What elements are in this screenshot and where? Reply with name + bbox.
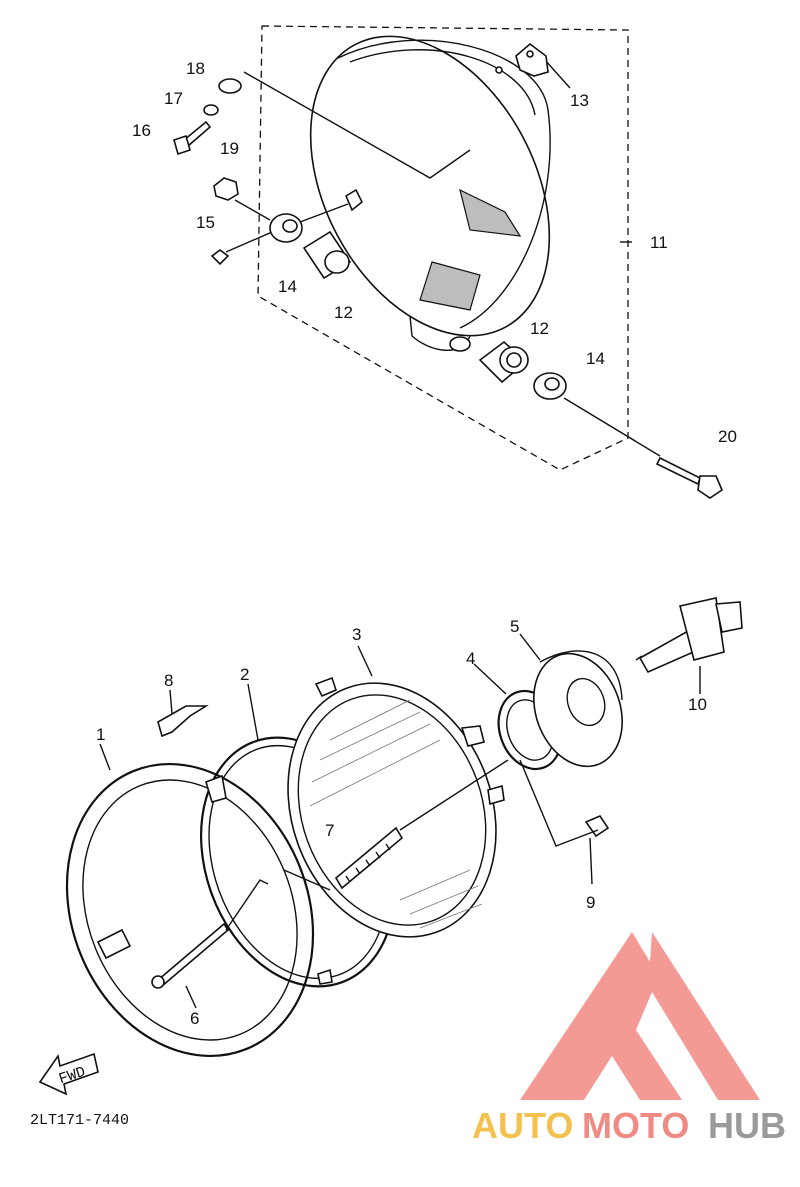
part-20-bolt	[655, 456, 723, 499]
callout-14b: 14	[586, 349, 605, 368]
callout-14a: 14	[278, 277, 297, 296]
part-8-clip	[157, 705, 209, 738]
callout-20: 20	[718, 427, 737, 446]
part-5-socket	[533, 650, 623, 768]
headlight-shell	[309, 35, 551, 352]
assembly-boundary-11	[257, 25, 629, 471]
part-3-lens-unit	[287, 676, 505, 938]
callout-labels: 1 2 3 4 5 6 7 8 9 10 11 12 12 13 14 14 1…	[96, 59, 737, 1028]
lower-assembly-group	[65, 597, 743, 1058]
part-10-bulb	[635, 597, 743, 674]
watermark-text-auto: AUTO	[472, 1105, 573, 1146]
callout-3: 3	[352, 625, 361, 644]
part-14-grommet-left	[269, 213, 303, 243]
part-6-screw	[151, 922, 230, 989]
callout-12a: 12	[334, 303, 353, 322]
fwd-arrow: FWD	[38, 1052, 99, 1096]
callout-15: 15	[196, 213, 215, 232]
part-1-rim	[65, 762, 315, 1058]
callout-5: 5	[510, 617, 519, 636]
part-15-screw	[210, 249, 230, 266]
callout-10: 10	[688, 695, 707, 714]
callout-9: 9	[586, 893, 595, 912]
watermark-text-hub: HUB	[708, 1105, 786, 1146]
watermark-triangle-icon	[520, 932, 760, 1100]
part-14-grommet-right	[533, 372, 567, 400]
part-16-bolt	[173, 120, 212, 156]
callout-2: 2	[240, 665, 249, 684]
callout-19: 19	[220, 139, 239, 158]
callout-12b: 12	[530, 319, 549, 338]
callout-4: 4	[466, 649, 475, 668]
diagram-code: 2LT171-7440	[30, 1112, 129, 1129]
watermark-text-moto: MOTO	[582, 1105, 689, 1146]
part-13-clip	[515, 42, 549, 77]
callout-1: 1	[96, 725, 105, 744]
upper-assembly-group	[173, 25, 723, 499]
part-18-washer	[218, 78, 242, 94]
callout-18: 18	[186, 59, 205, 78]
callout-17: 17	[164, 89, 183, 108]
part-7-spring	[334, 826, 404, 890]
callout-6: 6	[190, 1009, 199, 1028]
callout-16: 16	[132, 121, 151, 140]
callout-8: 8	[164, 671, 173, 690]
part-12-collar-left	[302, 230, 352, 280]
callout-11: 11	[650, 233, 668, 252]
callout-13: 13	[570, 91, 589, 110]
part-12-collar-right	[478, 340, 529, 384]
watermark-logo: AUTO MOTO HUB	[472, 932, 786, 1146]
part-17-lockwasher	[203, 104, 219, 116]
callout-7: 7	[325, 821, 334, 840]
part-19-nut	[213, 177, 239, 201]
